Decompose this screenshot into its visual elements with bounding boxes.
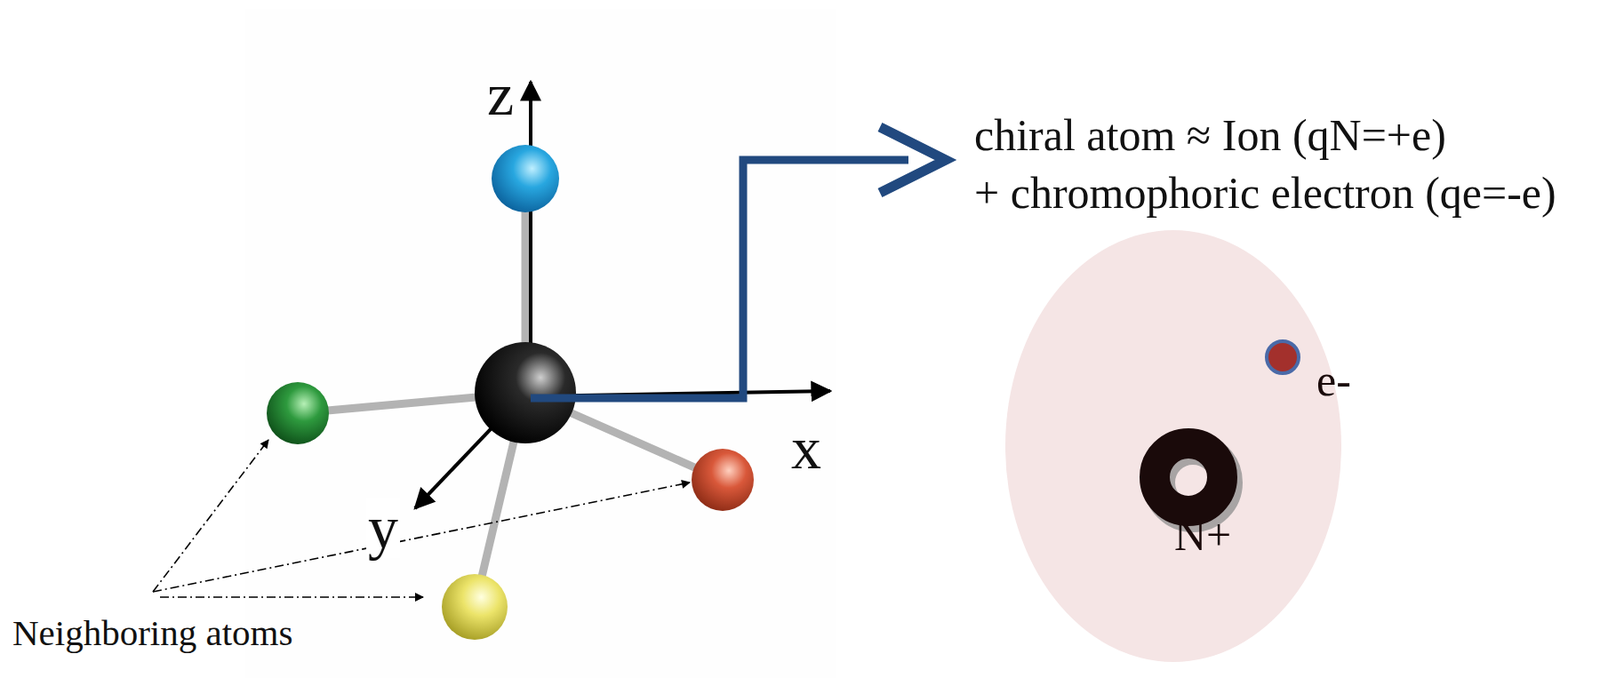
atom: [691, 448, 754, 512]
atom: [266, 382, 329, 445]
axis-label: y: [366, 497, 400, 559]
ion-label: N+: [1174, 512, 1232, 558]
description-text: + chromophoric electron (qe=-e): [974, 170, 1557, 216]
axis-label: z: [487, 64, 514, 125]
panel: [245, 8, 837, 678]
electron-label: e-: [1316, 358, 1352, 403]
electron-dot: [1266, 341, 1299, 374]
leader-lines: [152, 440, 690, 598]
atom-model-region: e-N+: [1005, 230, 1342, 663]
ion-ring: [1154, 443, 1227, 517]
chiral-atom: [474, 342, 576, 444]
pointer-arrow: [530, 127, 946, 399]
axes: [415, 81, 831, 509]
axis-label: x: [791, 417, 822, 479]
description-text: chiral atom ≈ Ion (qN=+e): [974, 112, 1447, 158]
electron-cloud: [1005, 230, 1342, 663]
region-outline: [1005, 230, 1342, 663]
caption-label: Neighboring atoms: [12, 615, 293, 652]
atom: [491, 144, 560, 213]
atom: [441, 574, 508, 640]
